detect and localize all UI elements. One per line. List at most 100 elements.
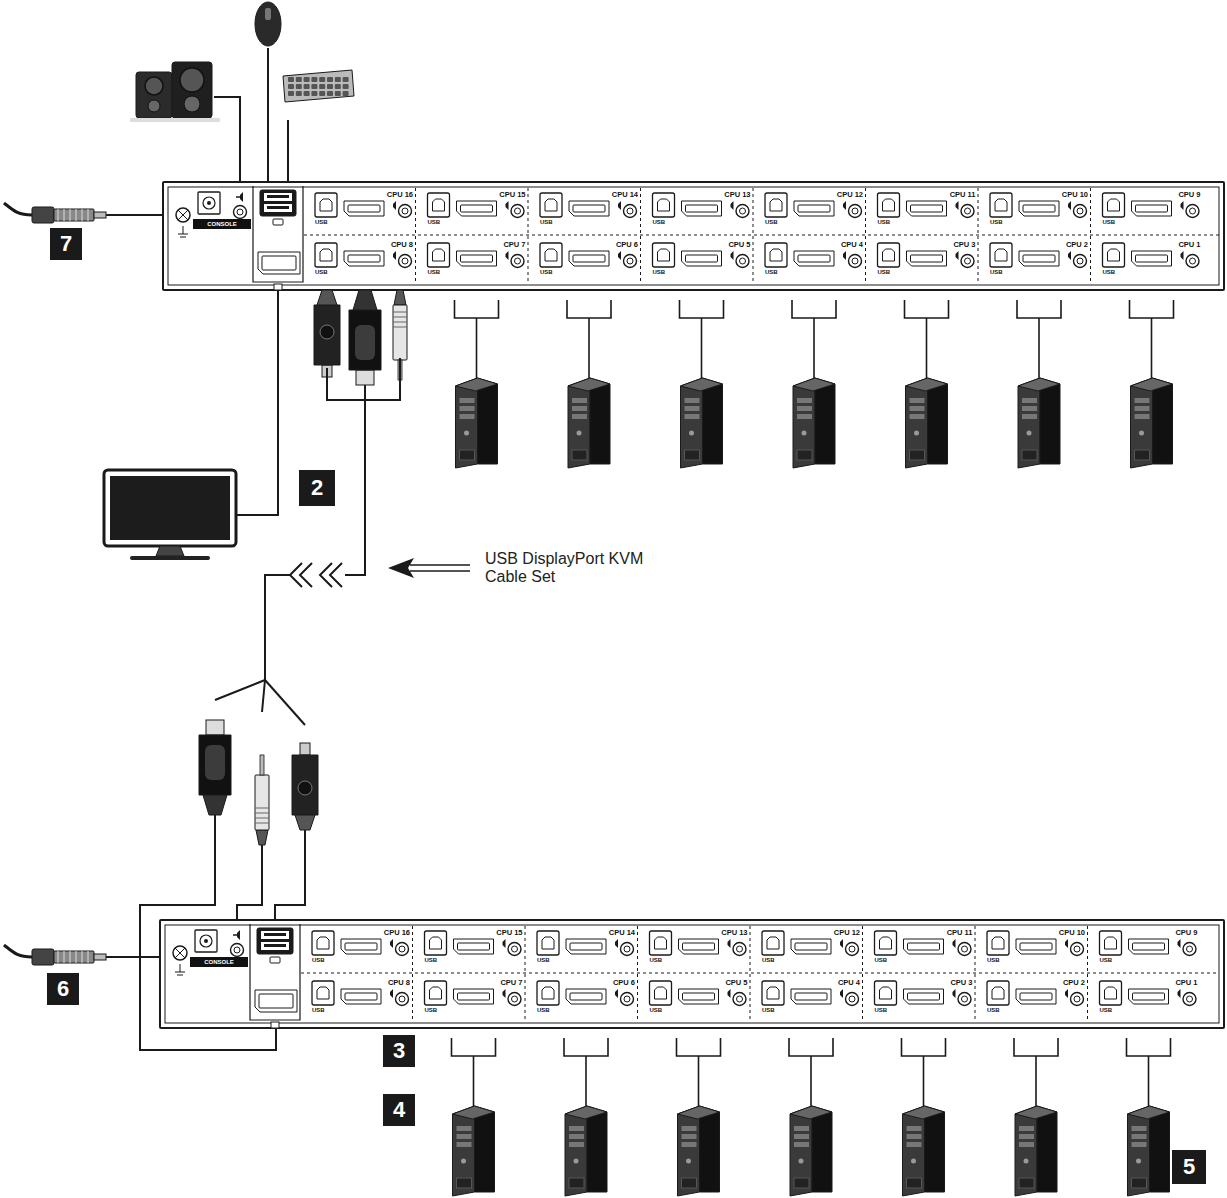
drive-bay (569, 1134, 584, 1139)
displayport-port (1023, 255, 1055, 262)
speaker-icon (731, 201, 734, 210)
divider (640, 188, 641, 282)
displayport-port (458, 993, 490, 1000)
speaker-icon (390, 939, 393, 948)
audio-jack (402, 258, 408, 264)
audio-jack (1187, 996, 1193, 1002)
computer (681, 378, 703, 468)
usb-port (987, 981, 1009, 1005)
divider (301, 973, 1219, 974)
audio-jack (733, 943, 746, 956)
power-button (464, 431, 469, 436)
cable-note: USB DisplayPort KVM Cable Set (485, 550, 675, 587)
keyboard-key (304, 77, 310, 82)
displayport-port (1133, 993, 1165, 1000)
keyboard-key (319, 84, 325, 89)
audio-plug (394, 290, 406, 305)
port-label: CPU 13 (712, 929, 748, 938)
power-cord (4, 203, 32, 215)
wire (82, 951, 83, 963)
speaker-icon (728, 989, 731, 998)
audio-jack (627, 208, 633, 214)
drive-bay (569, 1126, 584, 1131)
wire (88, 209, 89, 221)
keyboard-key (311, 77, 317, 82)
audio-jack (231, 944, 244, 957)
wire (215, 680, 265, 700)
usb-port (320, 249, 332, 261)
audio-jack (627, 258, 633, 264)
callout-number: 6 (47, 973, 79, 1005)
drive-bay (1135, 414, 1150, 419)
port-label: CPU 9 (1162, 929, 1198, 938)
port-label: USB (540, 219, 564, 226)
drive-bay (1019, 1126, 1034, 1131)
usb-port (990, 193, 1012, 217)
usb-port (1108, 249, 1120, 261)
power-plug (94, 212, 106, 218)
usb-port (542, 937, 554, 949)
port-label: CPU 10 (1049, 929, 1085, 938)
speaker (148, 100, 160, 112)
usb-port (767, 937, 779, 949)
usb-plug (292, 755, 318, 815)
usb-port (537, 931, 559, 955)
wire (58, 209, 59, 221)
usb-port (658, 199, 670, 211)
drive-bay (794, 1126, 809, 1131)
port-label: CPU 13 (715, 191, 751, 200)
audio-plug (393, 305, 407, 360)
drawing (4, 2, 1224, 1196)
port-label: USB (990, 269, 1014, 276)
audio-plug (260, 755, 264, 775)
port-label: USB (987, 1007, 1011, 1014)
port-label: CPU 8 (377, 241, 413, 250)
speaker-icon (728, 939, 731, 948)
port-label: USB (425, 1007, 449, 1014)
port-label: CPU 3 (940, 241, 976, 250)
port-label: CPU 15 (490, 191, 526, 200)
wire (255, 813, 269, 814)
port-label: USB (312, 1007, 336, 1014)
drive-bay (457, 1126, 472, 1131)
displayport-port (1136, 205, 1168, 212)
usb-port (540, 243, 562, 267)
wire (255, 823, 269, 824)
wire (813, 318, 815, 378)
computer (812, 1106, 832, 1192)
drive-bay (460, 398, 475, 403)
port-label: USB (428, 219, 452, 226)
keyboard-key (335, 84, 341, 89)
audio-jack (1187, 946, 1193, 952)
usb-port (433, 199, 445, 211)
speaker-icon (615, 989, 618, 998)
console-label: CONSOLE (190, 957, 248, 967)
port-label: USB (762, 957, 786, 964)
keyboard-key (319, 77, 325, 82)
wire (564, 1038, 608, 1056)
speaker-icon (956, 251, 959, 260)
power-plug (32, 207, 54, 223)
speaker-icon (503, 939, 506, 948)
displayport-port (454, 989, 494, 1004)
usb-port (317, 987, 329, 999)
drive-bay (682, 1134, 697, 1139)
vent (794, 1178, 809, 1188)
audio-jack (852, 258, 858, 264)
wire (393, 322, 407, 323)
usb-console-port (264, 944, 286, 947)
displayport-port (258, 252, 300, 274)
usb-console-port (267, 195, 289, 198)
speaker (145, 77, 163, 95)
drive-bay (1022, 398, 1037, 403)
wire (588, 318, 590, 378)
audio-jack (736, 205, 749, 218)
drive-bay (460, 414, 475, 419)
displayport-plug (203, 795, 227, 815)
drive-bay (1135, 406, 1150, 411)
speaker (184, 96, 200, 112)
power-cord (4, 945, 32, 957)
displayport-port (683, 943, 715, 950)
speaker-icon (1068, 251, 1071, 260)
wire (905, 300, 949, 318)
